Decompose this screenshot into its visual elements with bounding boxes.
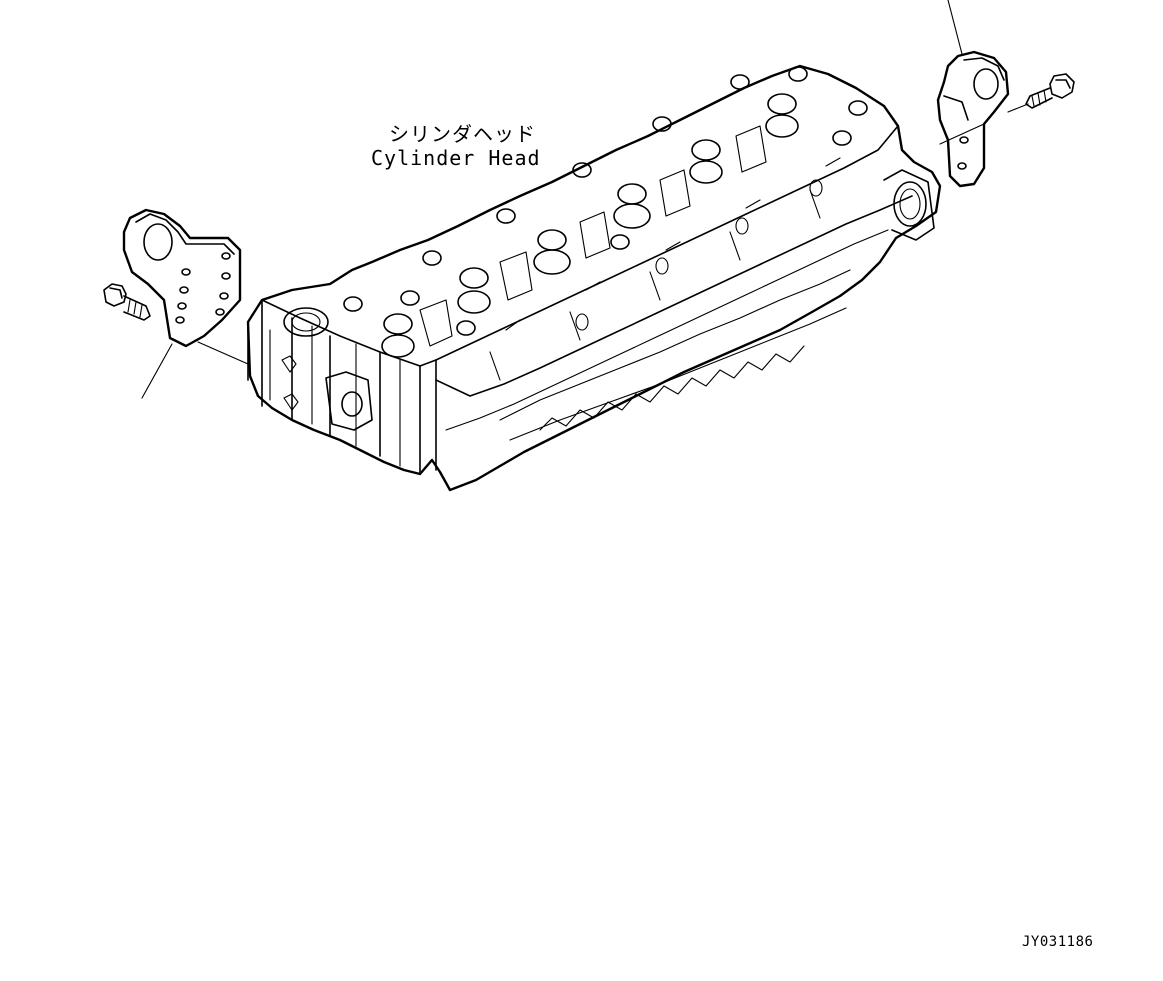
- part-label-japanese: シリンダヘッド: [389, 122, 536, 146]
- head-bolt-row: [343, 66, 868, 336]
- head-ribs: [419, 125, 841, 381]
- lifting-bracket-rear: [936, 50, 1010, 188]
- part-label-english: Cylinder Head: [371, 146, 541, 170]
- gasket-face-detail: [499, 179, 851, 441]
- bolt-rear: [1025, 73, 1075, 109]
- center-line-front: [197, 341, 249, 365]
- drawing-number: JY031186: [1022, 934, 1094, 950]
- leader-line-front: [141, 343, 173, 399]
- leader-line-rear: [947, 0, 963, 55]
- valve-bores: [381, 93, 799, 358]
- lifting-bracket-front: [122, 208, 242, 348]
- center-line-rear: [939, 103, 1029, 145]
- cylinder-head: [246, 64, 942, 492]
- bolt-front: [103, 283, 151, 321]
